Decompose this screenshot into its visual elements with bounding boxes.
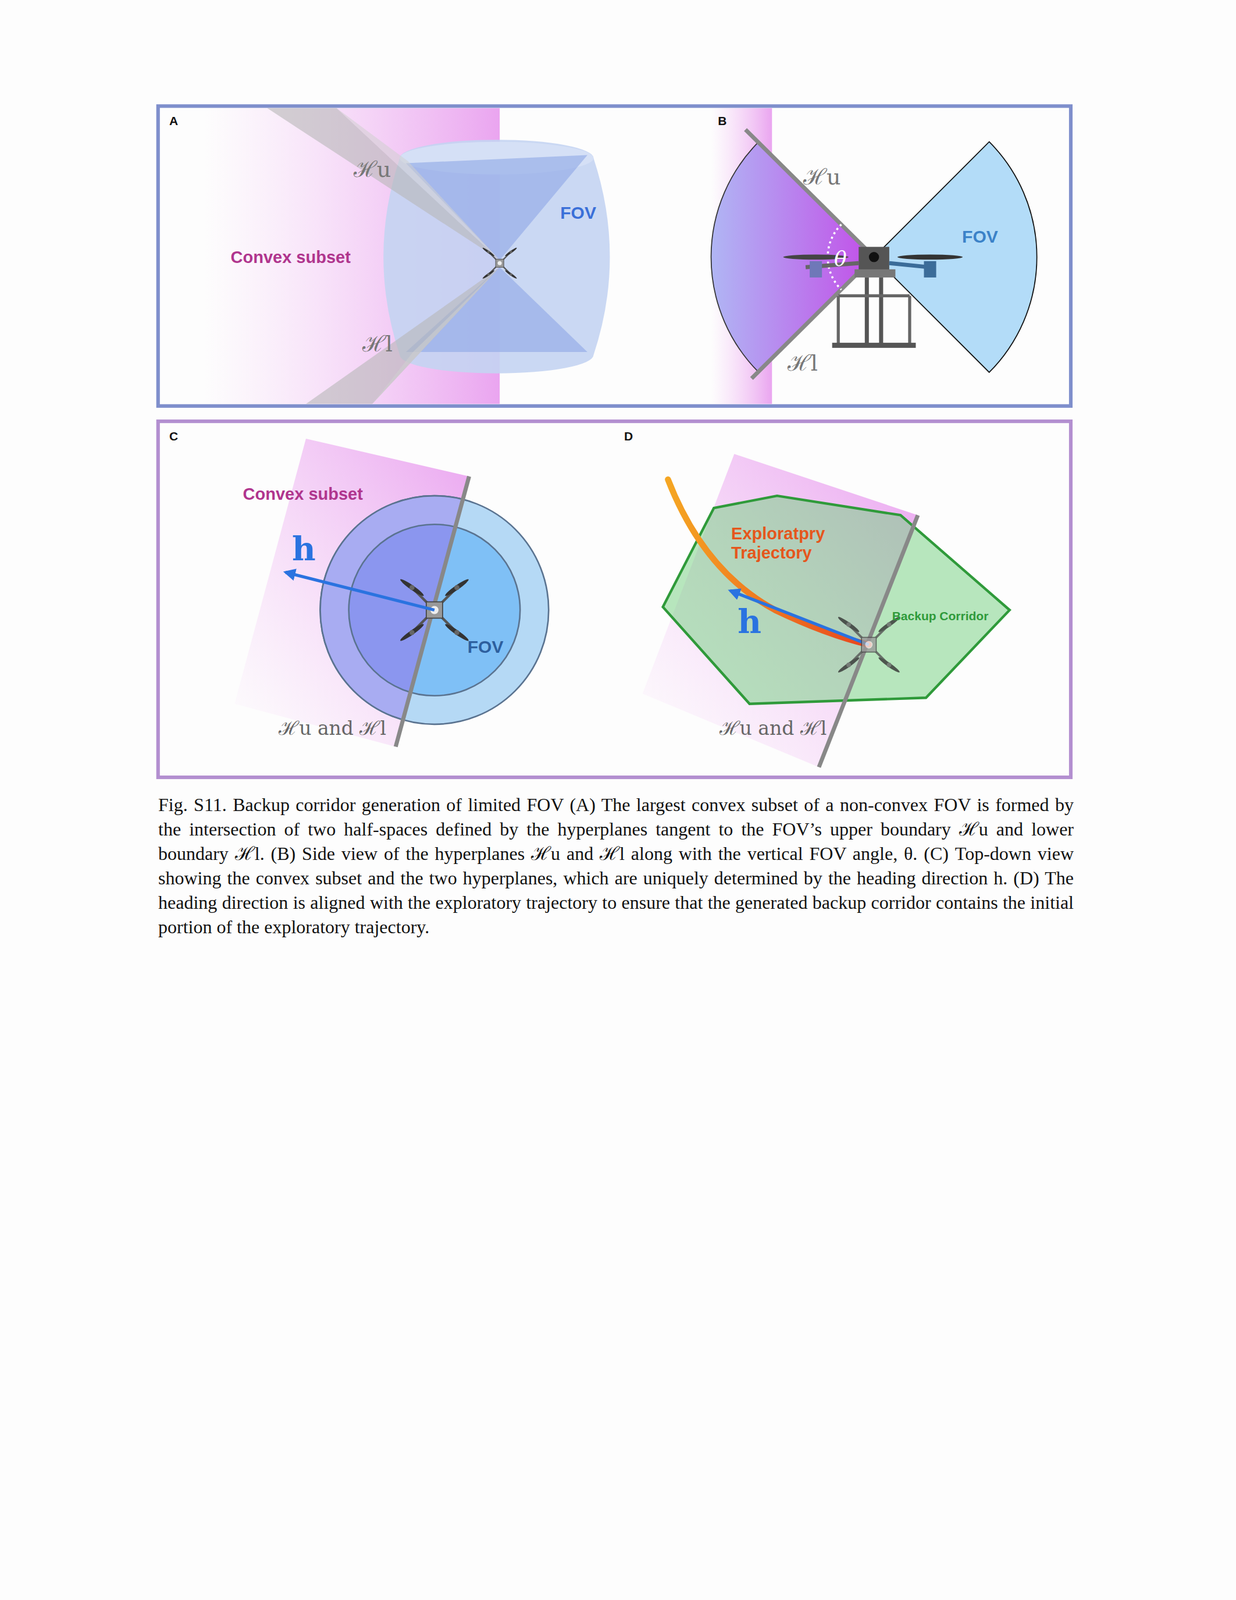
figure-label: ℋl [362,327,393,358]
figure-label: ℋu and ℋl [719,714,828,741]
node-text: FOV [560,202,597,223]
panel-letter: A [169,114,178,128]
node-text: Backup Corridor [892,608,989,623]
figure-label: h [291,529,316,568]
figure-label: Convex subset [243,483,363,504]
figure-label: θ [834,246,847,270]
shape-label: FOV [467,636,504,657]
shape-label: FOV [560,202,597,223]
figure-label: ℋl [787,346,818,377]
panel-letter: C [169,429,178,444]
shape-label: FOV [962,226,999,247]
panel-letter: D [624,429,633,444]
figure-label: ℋu and ℋl [278,714,387,741]
figure-label: Convex subset [230,247,351,267]
panel-c-art [234,438,549,747]
panel-frame [158,105,1071,406]
figure-label: ℋu [803,160,841,191]
figure-label: Exploratpry Trajectory [731,524,842,563]
panel-letter: B [717,114,727,128]
figure-caption: Fig. S11. Backup corridor generation of … [158,792,1074,939]
panel-b-art [710,108,1038,404]
shape-label: Backup Corridor [892,608,989,623]
node-text: FOV [962,226,999,247]
panel-a-art [204,108,611,404]
panel-d-art [642,453,1010,767]
figure-label: ℋu [353,152,391,184]
node-text: FOV [467,636,504,657]
figure-label: h [737,602,762,641]
panel-frame [158,421,1071,778]
